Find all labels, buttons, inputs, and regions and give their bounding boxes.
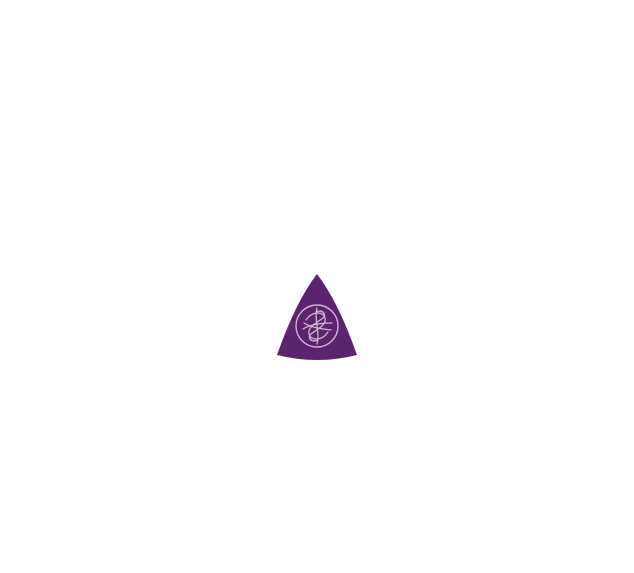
logo-triangle-shape	[277, 274, 357, 360]
logo-knot-flourish	[302, 307, 333, 345]
app-logo	[276, 273, 358, 361]
logo-circle-ring	[295, 304, 339, 348]
reuleaux-triangle-emblem-icon	[277, 274, 357, 360]
